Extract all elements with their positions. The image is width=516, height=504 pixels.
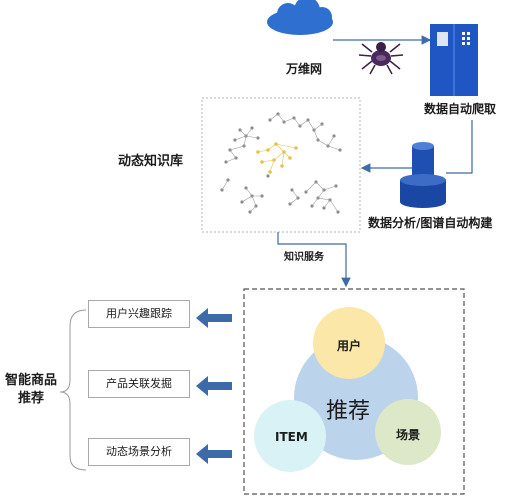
- service-label: 知识服务: [284, 252, 324, 263]
- analysis-label: 数据分析/图谱自动构建: [368, 216, 493, 230]
- crawler-label: 数据自动爬取: [424, 102, 497, 116]
- app-arrows: [196, 308, 232, 464]
- server-icon: [430, 24, 478, 96]
- app-box-label: 产品关联发掘: [106, 377, 172, 390]
- spider-icon: [358, 42, 404, 75]
- app-box-association: 产品关联发掘: [88, 370, 190, 398]
- recommend-frame: [243, 288, 465, 495]
- user-label: 用户: [337, 339, 362, 353]
- connector-crawler-analysis: [446, 120, 473, 174]
- app-box-label: 动态场景分析: [106, 445, 172, 458]
- kb-label: 动态知识库: [118, 154, 184, 169]
- scene-circle: [375, 399, 441, 465]
- scene-label: 场景: [396, 428, 421, 442]
- database-icon: [400, 142, 446, 208]
- apps-bracket: [59, 309, 87, 471]
- app-box-label: 用户兴趣跟踪: [106, 307, 172, 320]
- app-box-scene: 动态场景分析: [88, 438, 190, 466]
- cloud-icon: [267, 0, 333, 35]
- apps-group-label: 智能商品推荐: [4, 373, 57, 406]
- user-circle: [313, 307, 385, 379]
- item-label: ITEM: [275, 430, 308, 444]
- app-box-interest: 用户兴趣跟踪: [88, 300, 190, 328]
- item-circle: [254, 400, 326, 472]
- recommend-center-label: 推荐: [326, 399, 371, 424]
- knowledge-graph-frame: [201, 97, 361, 233]
- knowledge-graph-image: [220, 112, 342, 214]
- web-label: 万维网: [286, 62, 323, 76]
- connector-kb-service: [277, 232, 351, 288]
